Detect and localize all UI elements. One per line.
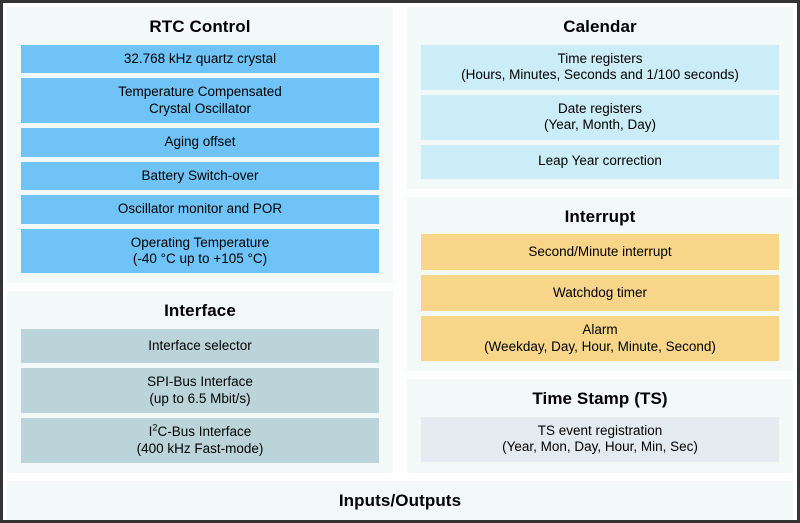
- rtc-item-aging-offset[interactable]: Aging offset: [21, 128, 379, 157]
- panel-interface: Interface Interface selector SPI-Bus Int…: [7, 291, 393, 473]
- rtc-item-quartz-crystal[interactable]: 32.768 kHz quartz crystal: [21, 44, 379, 74]
- right-column: Calendar Time registers (Hours, Minutes,…: [407, 7, 793, 473]
- calendar-items: Time registers (Hours, Minutes, Seconds …: [421, 44, 779, 179]
- panel-title-time-stamp: Time Stamp (TS): [532, 389, 668, 409]
- panel-time-stamp: Time Stamp (TS) TS event registration (Y…: [407, 379, 793, 473]
- rtc-item-tcxo[interactable]: Temperature Compensated Crystal Oscillat…: [21, 78, 379, 124]
- interface-item-selector[interactable]: Interface selector: [21, 329, 379, 364]
- interrupt-item-watchdog-timer[interactable]: Watchdog timer: [421, 275, 779, 312]
- panel-inputs-outputs: Inputs/Outputs Interrupt config TS input…: [7, 481, 793, 520]
- diagram-grid: RTC Control 32.768 kHz quartz crystal Te…: [7, 7, 793, 520]
- panel-rtc-control: RTC Control 32.768 kHz quartz crystal Te…: [7, 7, 393, 284]
- panel-title-rtc-control: RTC Control: [149, 17, 251, 36]
- panel-title-inputs-outputs: Inputs/Outputs: [338, 491, 462, 510]
- calendar-item-date-registers[interactable]: Date registers (Year, Month, Day): [421, 94, 779, 140]
- i2c-superscript: 2: [152, 422, 158, 433]
- calendar-item-time-registers[interactable]: Time registers (Hours, Minutes, Seconds …: [421, 44, 779, 90]
- interface-items: Interface selector SPI-Bus Interface (up…: [21, 329, 379, 463]
- interrupt-item-second-minute[interactable]: Second/Minute interrupt: [421, 234, 779, 271]
- panel-title-interface: Interface: [164, 301, 236, 321]
- panel-title-calendar: Calendar: [563, 17, 637, 36]
- rtc-item-oscillator-monitor-por[interactable]: Oscillator monitor and POR: [21, 195, 379, 224]
- left-column: RTC Control 32.768 kHz quartz crystal Te…: [7, 7, 393, 473]
- panel-title-interrupt: Interrupt: [564, 206, 636, 226]
- interface-item-spi-bus[interactable]: SPI-Bus Interface (up to 6.5 Mbit/s): [21, 368, 379, 414]
- panel-interrupt: Interrupt Second/Minute interrupt Watchd…: [407, 196, 793, 372]
- inputs-outputs-items: Interrupt config TS inputs config CLK ou…: [21, 519, 779, 520]
- rtc-control-items: 32.768 kHz quartz crystal Temperature Co…: [21, 44, 379, 274]
- i2c-speed-line: (400 kHz Fast-mode): [136, 440, 264, 456]
- interrupt-items: Second/Minute interrupt Watchdog timer A…: [421, 234, 779, 362]
- interface-item-i2c-bus-text: I2C-Bus Interface(400 kHz Fast-mode): [136, 422, 264, 457]
- interrupt-item-alarm[interactable]: Alarm (Weekday, Day, Hour, Minute, Secon…: [421, 316, 779, 362]
- time-stamp-items: TS event registration (Year, Mon, Day, H…: [421, 416, 779, 463]
- interface-item-i2c-bus[interactable]: I2C-Bus Interface(400 kHz Fast-mode): [21, 418, 379, 463]
- i2c-suffix: C-Bus Interface: [157, 424, 252, 440]
- time-stamp-item-ts-event-registration[interactable]: TS event registration (Year, Mon, Day, H…: [421, 416, 779, 462]
- rtc-item-battery-switch-over[interactable]: Battery Switch-over: [21, 161, 379, 191]
- rtc-item-operating-temperature[interactable]: Operating Temperature (-40 °C up to +105…: [21, 228, 379, 274]
- upper-region: RTC Control 32.768 kHz quartz crystal Te…: [7, 7, 793, 473]
- calendar-item-leap-year-correction[interactable]: Leap Year correction: [421, 144, 779, 179]
- panel-calendar: Calendar Time registers (Hours, Minutes,…: [407, 7, 793, 189]
- i2c-prefix: I: [148, 424, 153, 440]
